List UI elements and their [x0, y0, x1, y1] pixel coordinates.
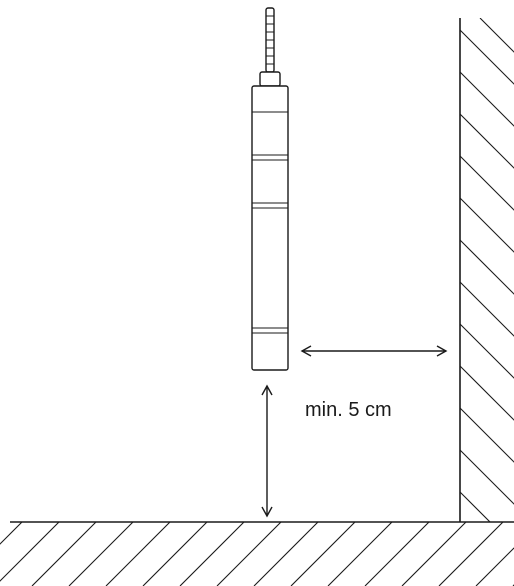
- probe-body: [251, 85, 289, 371]
- floor: [0, 521, 514, 586]
- probe-gland: [259, 71, 281, 87]
- sensor-probe: [251, 7, 289, 371]
- clearance-label: min. 5 cm: [305, 399, 392, 421]
- wall: [459, 18, 514, 522]
- wall-hatch: [460, 18, 514, 522]
- floor-hatch: [0, 522, 514, 586]
